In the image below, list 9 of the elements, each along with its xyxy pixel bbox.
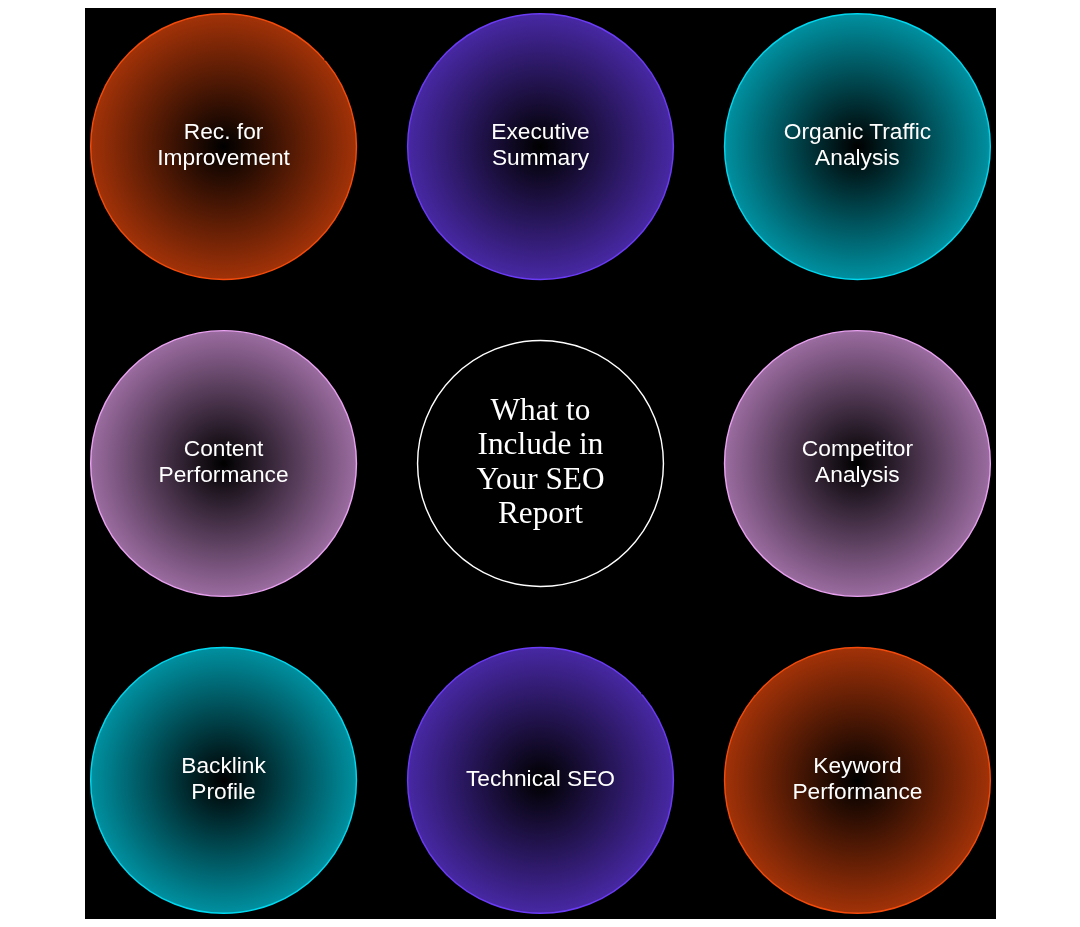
node-circle: Content Performance — [89, 329, 357, 598]
node-circle: Keyword Performance — [723, 646, 991, 915]
node-circle: Rec. for Improvement — [89, 12, 357, 281]
node-circle: Technical SEO — [406, 646, 674, 915]
node-circle: Backlink Profile — [89, 646, 357, 915]
node-circle: Executive Summary — [406, 12, 674, 281]
node-circle: Competitor Analysis — [723, 329, 991, 598]
node-circle: What to Include in Your SEO Report — [416, 339, 664, 588]
node-circle: Organic Traffic Analysis — [723, 12, 991, 281]
